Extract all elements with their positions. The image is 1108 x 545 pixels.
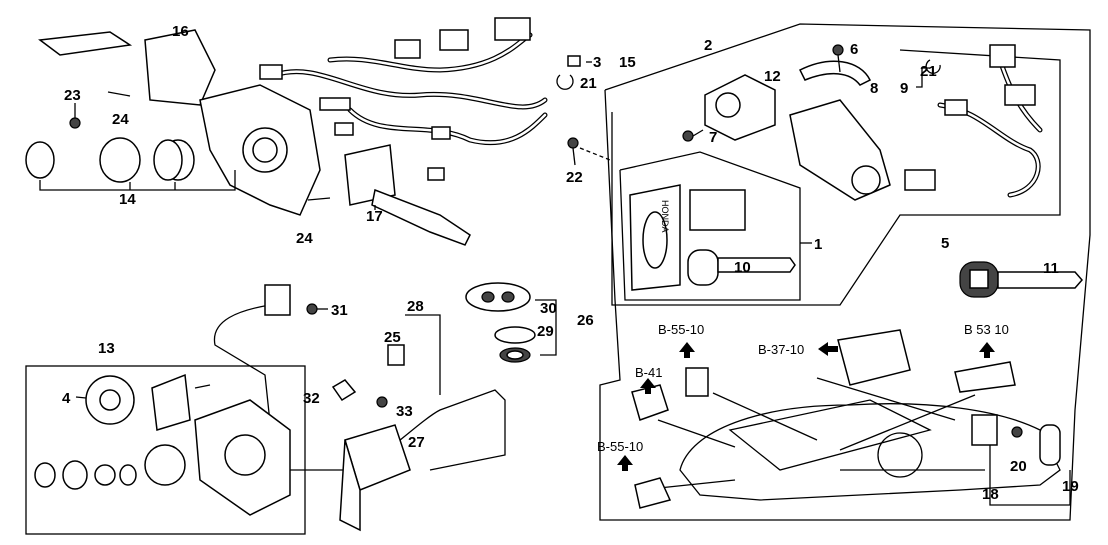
label-1: 1: [814, 236, 822, 253]
label-13: 13: [98, 340, 115, 357]
ref-b-53-10: B 53 10: [964, 322, 1009, 337]
control-unit-27: [339, 424, 411, 532]
label-24: 24: [112, 111, 129, 128]
ref-b-37-10: B-37-10: [758, 342, 804, 357]
ref-b-55-10-lower: B-55-10: [597, 439, 643, 454]
label-28: 28: [407, 298, 424, 315]
transmitter-parts-26: [465, 282, 557, 363]
ref-b-55-10: B-55-10: [658, 322, 704, 337]
bracket-8: [798, 60, 872, 86]
label-12: 12: [764, 68, 781, 85]
bolt-7: [682, 129, 704, 142]
label-3: 3: [593, 54, 601, 71]
wire-harness-15: [259, 17, 548, 181]
label-14: 14: [119, 191, 136, 208]
label-17: 17: [366, 208, 383, 225]
label-11: 11: [1043, 260, 1059, 277]
clock-spring-parts-14: [25, 137, 236, 191]
group-box-1: [619, 151, 801, 301]
label-19: 19: [1062, 478, 1079, 495]
wiper-switch-17: [344, 144, 471, 246]
group-box-2: [599, 23, 1091, 521]
honda-logo-text: HONDA: [660, 200, 670, 233]
reference-arrows: [617, 342, 995, 471]
body-parts: [631, 329, 1071, 509]
label-31: 31: [331, 302, 348, 319]
screw-24b: [307, 197, 331, 201]
label-5: 5: [941, 235, 949, 252]
ignition-switch-12: [704, 74, 891, 201]
key-11: [959, 261, 1083, 298]
label-30: 30: [540, 300, 557, 317]
label-6: 6: [850, 41, 858, 58]
label-10: 10: [734, 259, 751, 276]
label-25: 25: [384, 329, 401, 346]
label-4: 4: [62, 390, 71, 407]
label-16: 16: [172, 23, 189, 40]
label-29: 29: [537, 323, 554, 340]
steering-parts-13: [34, 373, 291, 516]
group-box-13: [25, 365, 306, 535]
label-18: 18: [982, 486, 999, 503]
group-box-5: [611, 49, 1061, 306]
label-23: 23: [64, 87, 81, 104]
label-2: 2: [704, 37, 712, 54]
label-15: 15: [619, 54, 636, 71]
label-22: 22: [566, 169, 583, 186]
bolt-22: [567, 137, 611, 166]
label-9: 9: [900, 80, 908, 97]
screw-24a: [107, 91, 131, 97]
label-32: 32: [303, 390, 320, 407]
ref-b-41: B-41: [635, 365, 662, 380]
label-8: 8: [870, 80, 878, 97]
screw-23: [69, 103, 81, 129]
label-21: 21: [580, 75, 597, 92]
key-box-1: HONDA: [629, 184, 812, 291]
bolt-6: [832, 44, 844, 73]
label-26: 26: [577, 312, 594, 329]
label-33: 33: [396, 403, 413, 420]
label-20: 20: [1010, 458, 1027, 475]
label-27: 27: [408, 434, 425, 451]
label-24: 24: [296, 230, 313, 247]
combination-switch-16: [38, 29, 321, 216]
wire-harness-5: [904, 44, 1043, 198]
label-21: 21: [920, 63, 937, 80]
label-7: 7: [709, 129, 717, 146]
clip-3-21: [556, 55, 592, 90]
